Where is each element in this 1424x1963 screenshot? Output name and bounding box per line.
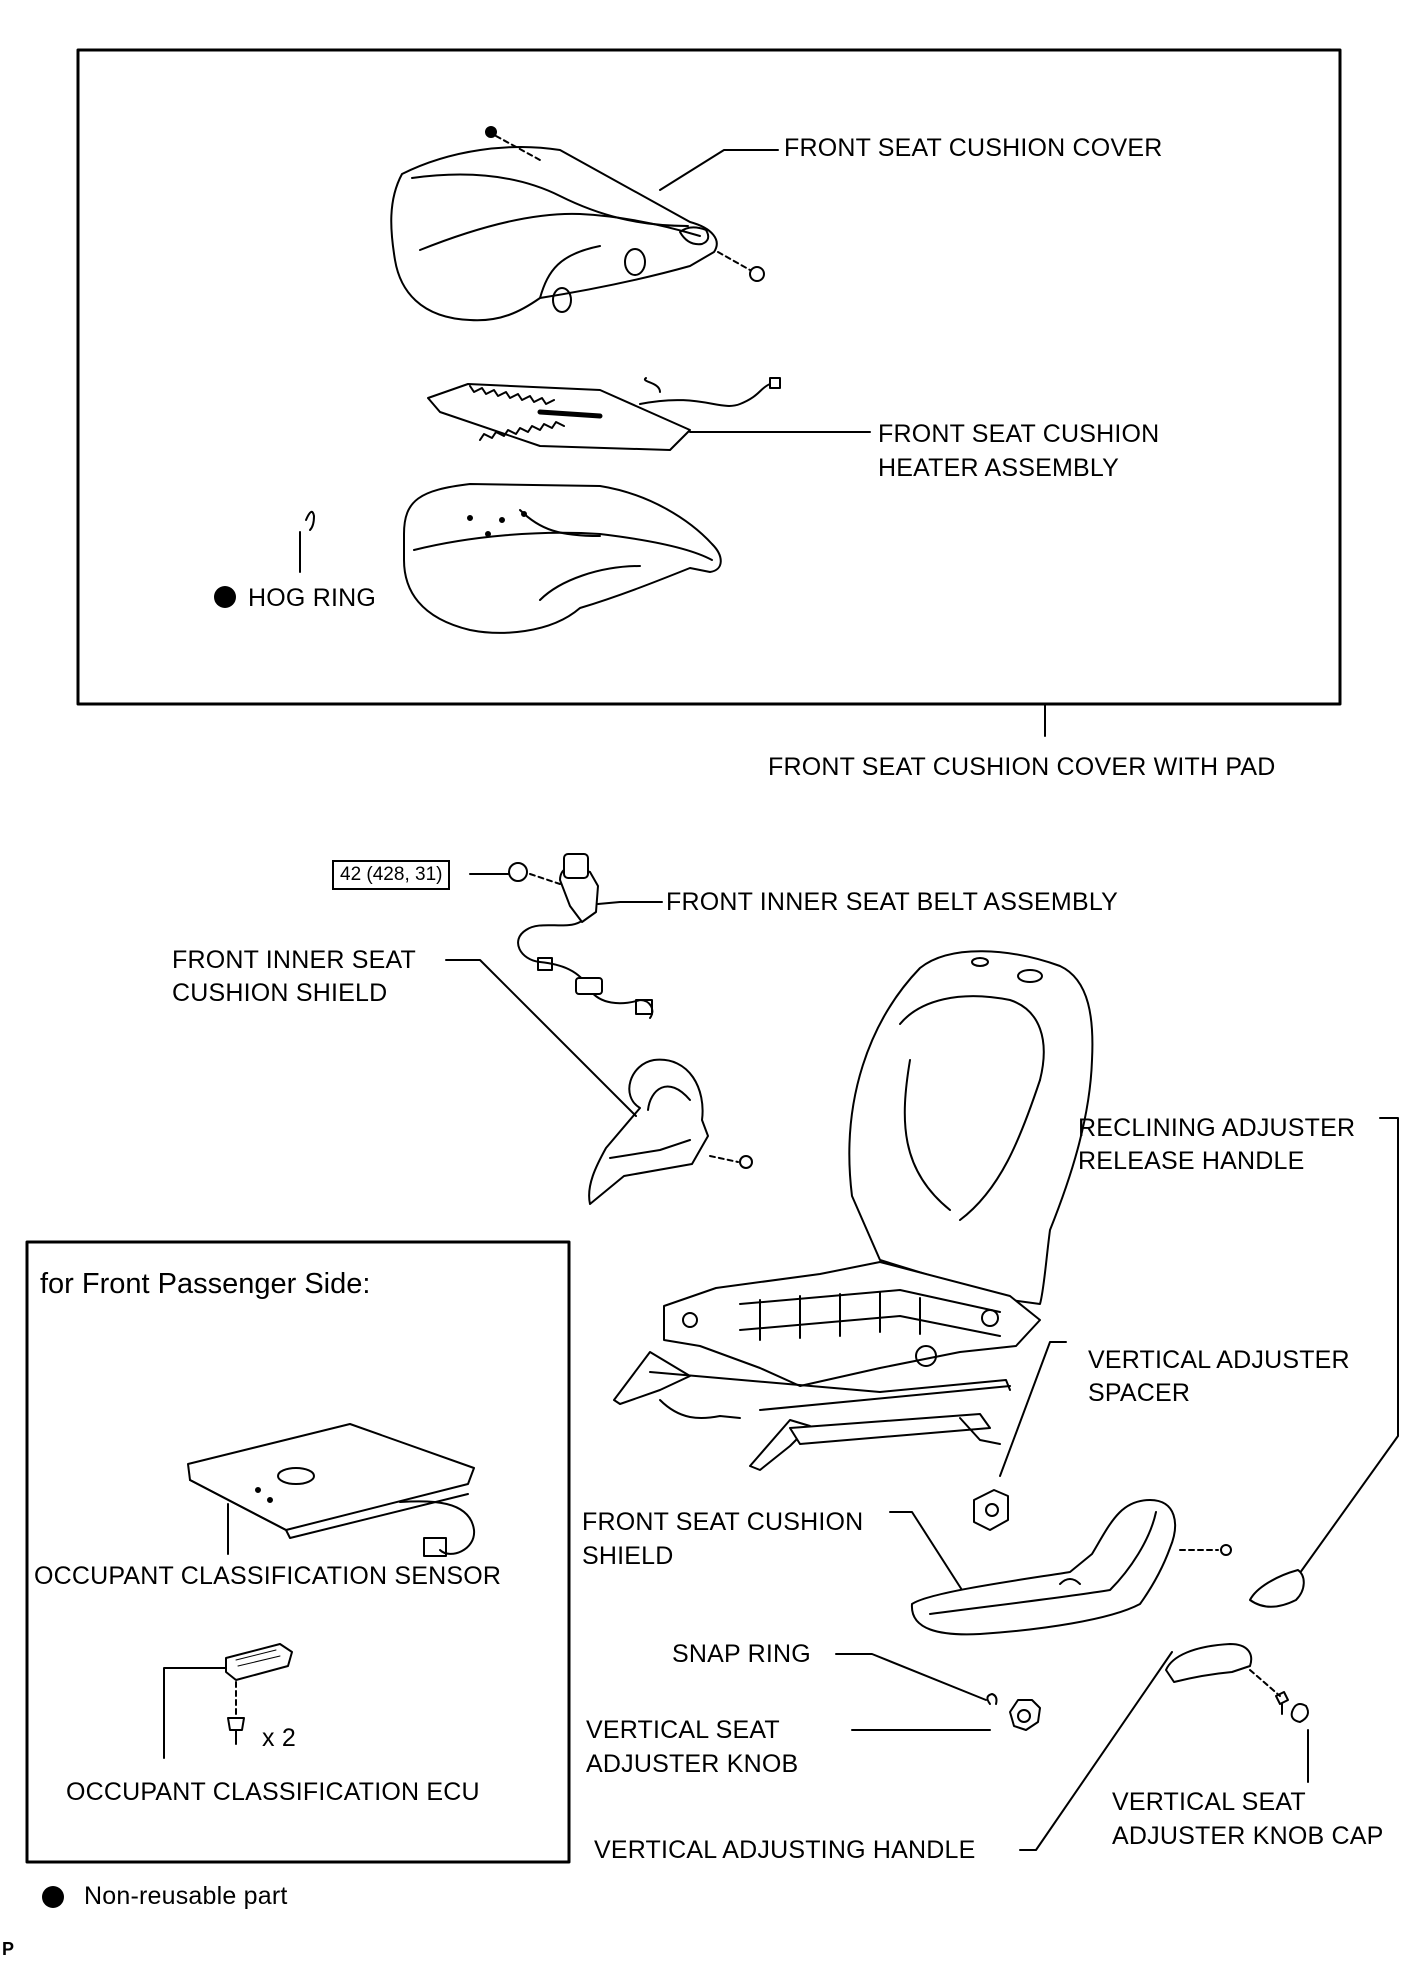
label-snap-ring: SNAP RING [672,1640,811,1668]
non-reusable-mark [214,586,236,608]
cushion-cover-leader [659,149,779,191]
label-cushion-cover: FRONT SEAT CUSHION COVER [784,134,1163,162]
inset-title: for Front Passenger Side: [40,1268,371,1300]
inner-shield-leader [445,959,637,1117]
label-cushion-shield-line1: FRONT SEAT CUSHION [582,1508,864,1536]
label-occupant-sensor: OCCUPANT CLASSIFICATION SENSOR [34,1562,502,1590]
label-cover-with-pad: FRONT SEAT CUSHION COVER WITH PAD [768,753,1276,781]
passenger-side-inset [25,1240,571,1864]
occupant-ecu-part [225,1643,293,1745]
label-occupant-ecu: OCCUPANT CLASSIFICATION ECU [66,1778,480,1806]
label-cushion-shield-line2: SHIELD [582,1542,674,1570]
label-reclining-line1: RECLINING ADJUSTER [1078,1114,1356,1142]
label-knob-cap-line2: ADJUSTER KNOB CAP [1112,1822,1384,1850]
label-seat-belt: FRONT INNER SEAT BELT ASSEMBLY [666,888,1118,916]
label-inner-shield-line1: FRONT INNER SEAT [172,946,416,974]
label-vert-spacer-line1: VERTICAL ADJUSTER [1088,1346,1350,1374]
label-vert-knob-line1: VERTICAL SEAT [586,1716,780,1744]
vert-handle-leader [1019,1651,1173,1851]
cushion-shield-leader [889,1511,963,1591]
label-heater-line2: HEATER ASSEMBLY [878,454,1120,482]
label-knob-cap-line1: VERTICAL SEAT [1112,1788,1306,1816]
reclining-handle-part [1249,1569,1305,1608]
vert-spacer-part [973,1489,1009,1531]
cover-with-pad-frame [76,48,1342,706]
label-hog-ring: HOG RING [248,584,376,612]
occupant-sensor-part [187,1423,476,1557]
snap-ring-leader [835,1653,987,1701]
legend-dot [42,1886,64,1908]
cushion-shield-part [910,1499,1232,1636]
label-vert-spacer-line2: SPACER [1088,1379,1191,1407]
label-qty: x 2 [262,1724,296,1752]
seat-assembly-part [613,950,1094,1471]
label-vert-knob-line2: ADJUSTER KNOB [586,1750,799,1778]
heater-assembly-part [427,377,781,451]
seat-belt-leader [597,901,663,905]
corner-mark: P [2,1939,15,1959]
vert-knob-part [1009,1699,1041,1731]
label-vert-handle: VERTICAL ADJUSTING HANDLE [594,1836,976,1864]
legend-non-reusable: Non-reusable part [84,1882,288,1910]
vert-spacer-leader [999,1341,1067,1477]
label-heater-line1: FRONT SEAT CUSHION [878,420,1160,448]
label-reclining-line2: RELEASE HANDLE [1078,1147,1305,1175]
vert-handle-part [1165,1643,1309,1723]
hog-ring-part [299,510,315,573]
inner-shield-part [588,1058,753,1205]
cushion-pad-part [403,483,722,634]
torque-spec: 42 (428, 31) [332,860,451,890]
label-inner-shield-line2: CUSHION SHIELD [172,979,388,1007]
reclining-leader [1291,1117,1399,1585]
seat-belt-part [508,853,654,1019]
cushion-cover-part [390,126,765,322]
snap-ring-part [986,1693,998,1705]
ecu-leader [163,1667,227,1759]
